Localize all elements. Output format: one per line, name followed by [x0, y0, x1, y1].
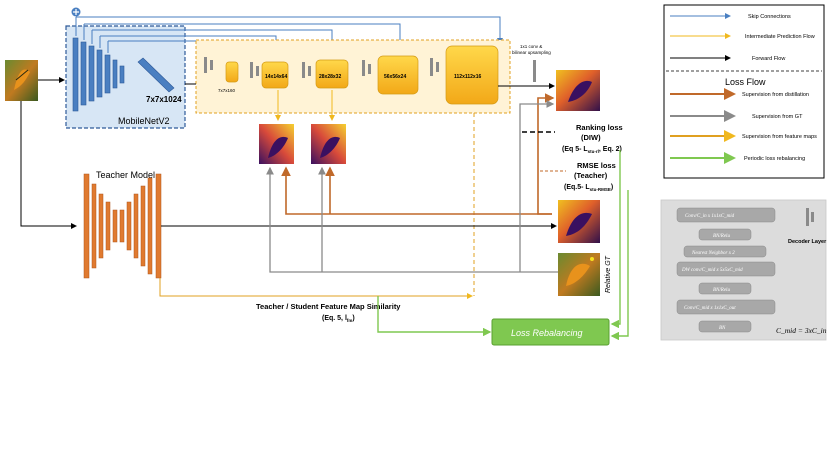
decoder-layer-label: Decoder Layer: [788, 239, 827, 245]
legend-title: Loss Flow: [725, 77, 766, 87]
add-icon: [71, 7, 81, 17]
loss-rebalancing-box: [491, 318, 610, 346]
upsample-note-line2: bilinear upsampling: [512, 50, 551, 55]
loss-rebalancing-label: Loss Rebalancing: [511, 328, 583, 338]
decoder-formula: C_mid = 3xC_in: [776, 326, 827, 335]
ranking-loss-eq: (Eq 5- Lstu-rl, Eq. 2): [562, 146, 622, 154]
distillation-arrows: [281, 93, 555, 215]
student-depth-output: [556, 70, 600, 111]
teacher-label: Teacher Model: [96, 170, 155, 180]
forward-input-down: [20, 101, 77, 229]
relative-gt-image: [558, 253, 600, 296]
encoder-label: MobileNetV2: [118, 116, 170, 126]
decoder-layer-icon: [806, 208, 814, 226]
gt-arrows: [266, 100, 558, 273]
intermediate-depth-1: [259, 124, 294, 164]
legend-distillation-label: Supervision from distillation: [742, 92, 809, 98]
decoder-block-1: BN/Relu: [713, 234, 730, 239]
stage-label-3: 56x56x24: [384, 74, 406, 80]
feature-similarity-line: [159, 278, 473, 299]
decoder-block-2: Nearest Neighbor x 2: [691, 251, 735, 256]
stage-label-1: 14x14x64: [265, 74, 287, 80]
similarity-sub: fm: [347, 318, 353, 323]
decoder-block-4: BN/Relu: [713, 288, 730, 293]
legend-skip-label: Skip Connections: [748, 14, 791, 20]
ranking-loss-subtitle: (DIW): [581, 133, 601, 142]
legend-prediction-label: Intermediate Prediction Flow: [745, 34, 815, 40]
legend-feature-label: Supervision from feature maps: [742, 134, 817, 140]
teacher-depth-output: [558, 200, 600, 243]
legend-rebalance-label: Periodic loss rebalancing: [744, 156, 805, 162]
ranking-loss-title: Ranking loss: [576, 123, 623, 132]
rmse-loss-eq: (Eq.5- Lstu-RMSE): [564, 184, 613, 192]
encoder-layers: [72, 37, 175, 112]
decoder-layer-blocks: [676, 207, 776, 333]
intermediate-prediction-arrows: [275, 90, 335, 121]
input-image: [5, 60, 38, 101]
legend-forward-label: Forward Flow: [752, 56, 785, 62]
upsample-note-line1: 1x1 conv &: [520, 44, 542, 49]
relative-gt-label: Relative GT: [605, 255, 612, 293]
legend-gt-label: Supervision from GT: [752, 114, 803, 120]
rmse-loss-subtitle: (Teacher): [574, 171, 608, 180]
intermediate-depth-2: [311, 124, 346, 164]
legend-box: [663, 4, 825, 179]
similarity-close: ): [352, 315, 354, 322]
output-conv-layer: [533, 60, 536, 82]
decoder-block-6: BN: [719, 326, 726, 331]
decoder-block-5: Conv/C_mid x 1x1xC_out: [684, 306, 736, 311]
rebalance-arrows: [377, 150, 629, 341]
stage-label-2: 28x28x32: [319, 74, 341, 80]
teacher-layers: [83, 173, 162, 279]
decoder-blocks: [204, 45, 499, 105]
encoder-output-size: 7x7x1024: [146, 95, 182, 104]
similarity-label: Teacher / Student Feature Map Similarity: [256, 302, 401, 311]
stage-label-4: 112x112x16: [454, 74, 481, 80]
decoder-block-0: Conv/C_in x 1x1xC_mid: [685, 214, 735, 219]
stage-label-0: 7x7x160: [218, 88, 236, 93]
rmse-loss-title: RMSE loss: [577, 161, 616, 170]
decoder-block-3: DW conv/C_mid x 5x5xC_mid: [681, 268, 743, 273]
similarity-eq: (Eq. 5, lfm): [322, 315, 355, 323]
